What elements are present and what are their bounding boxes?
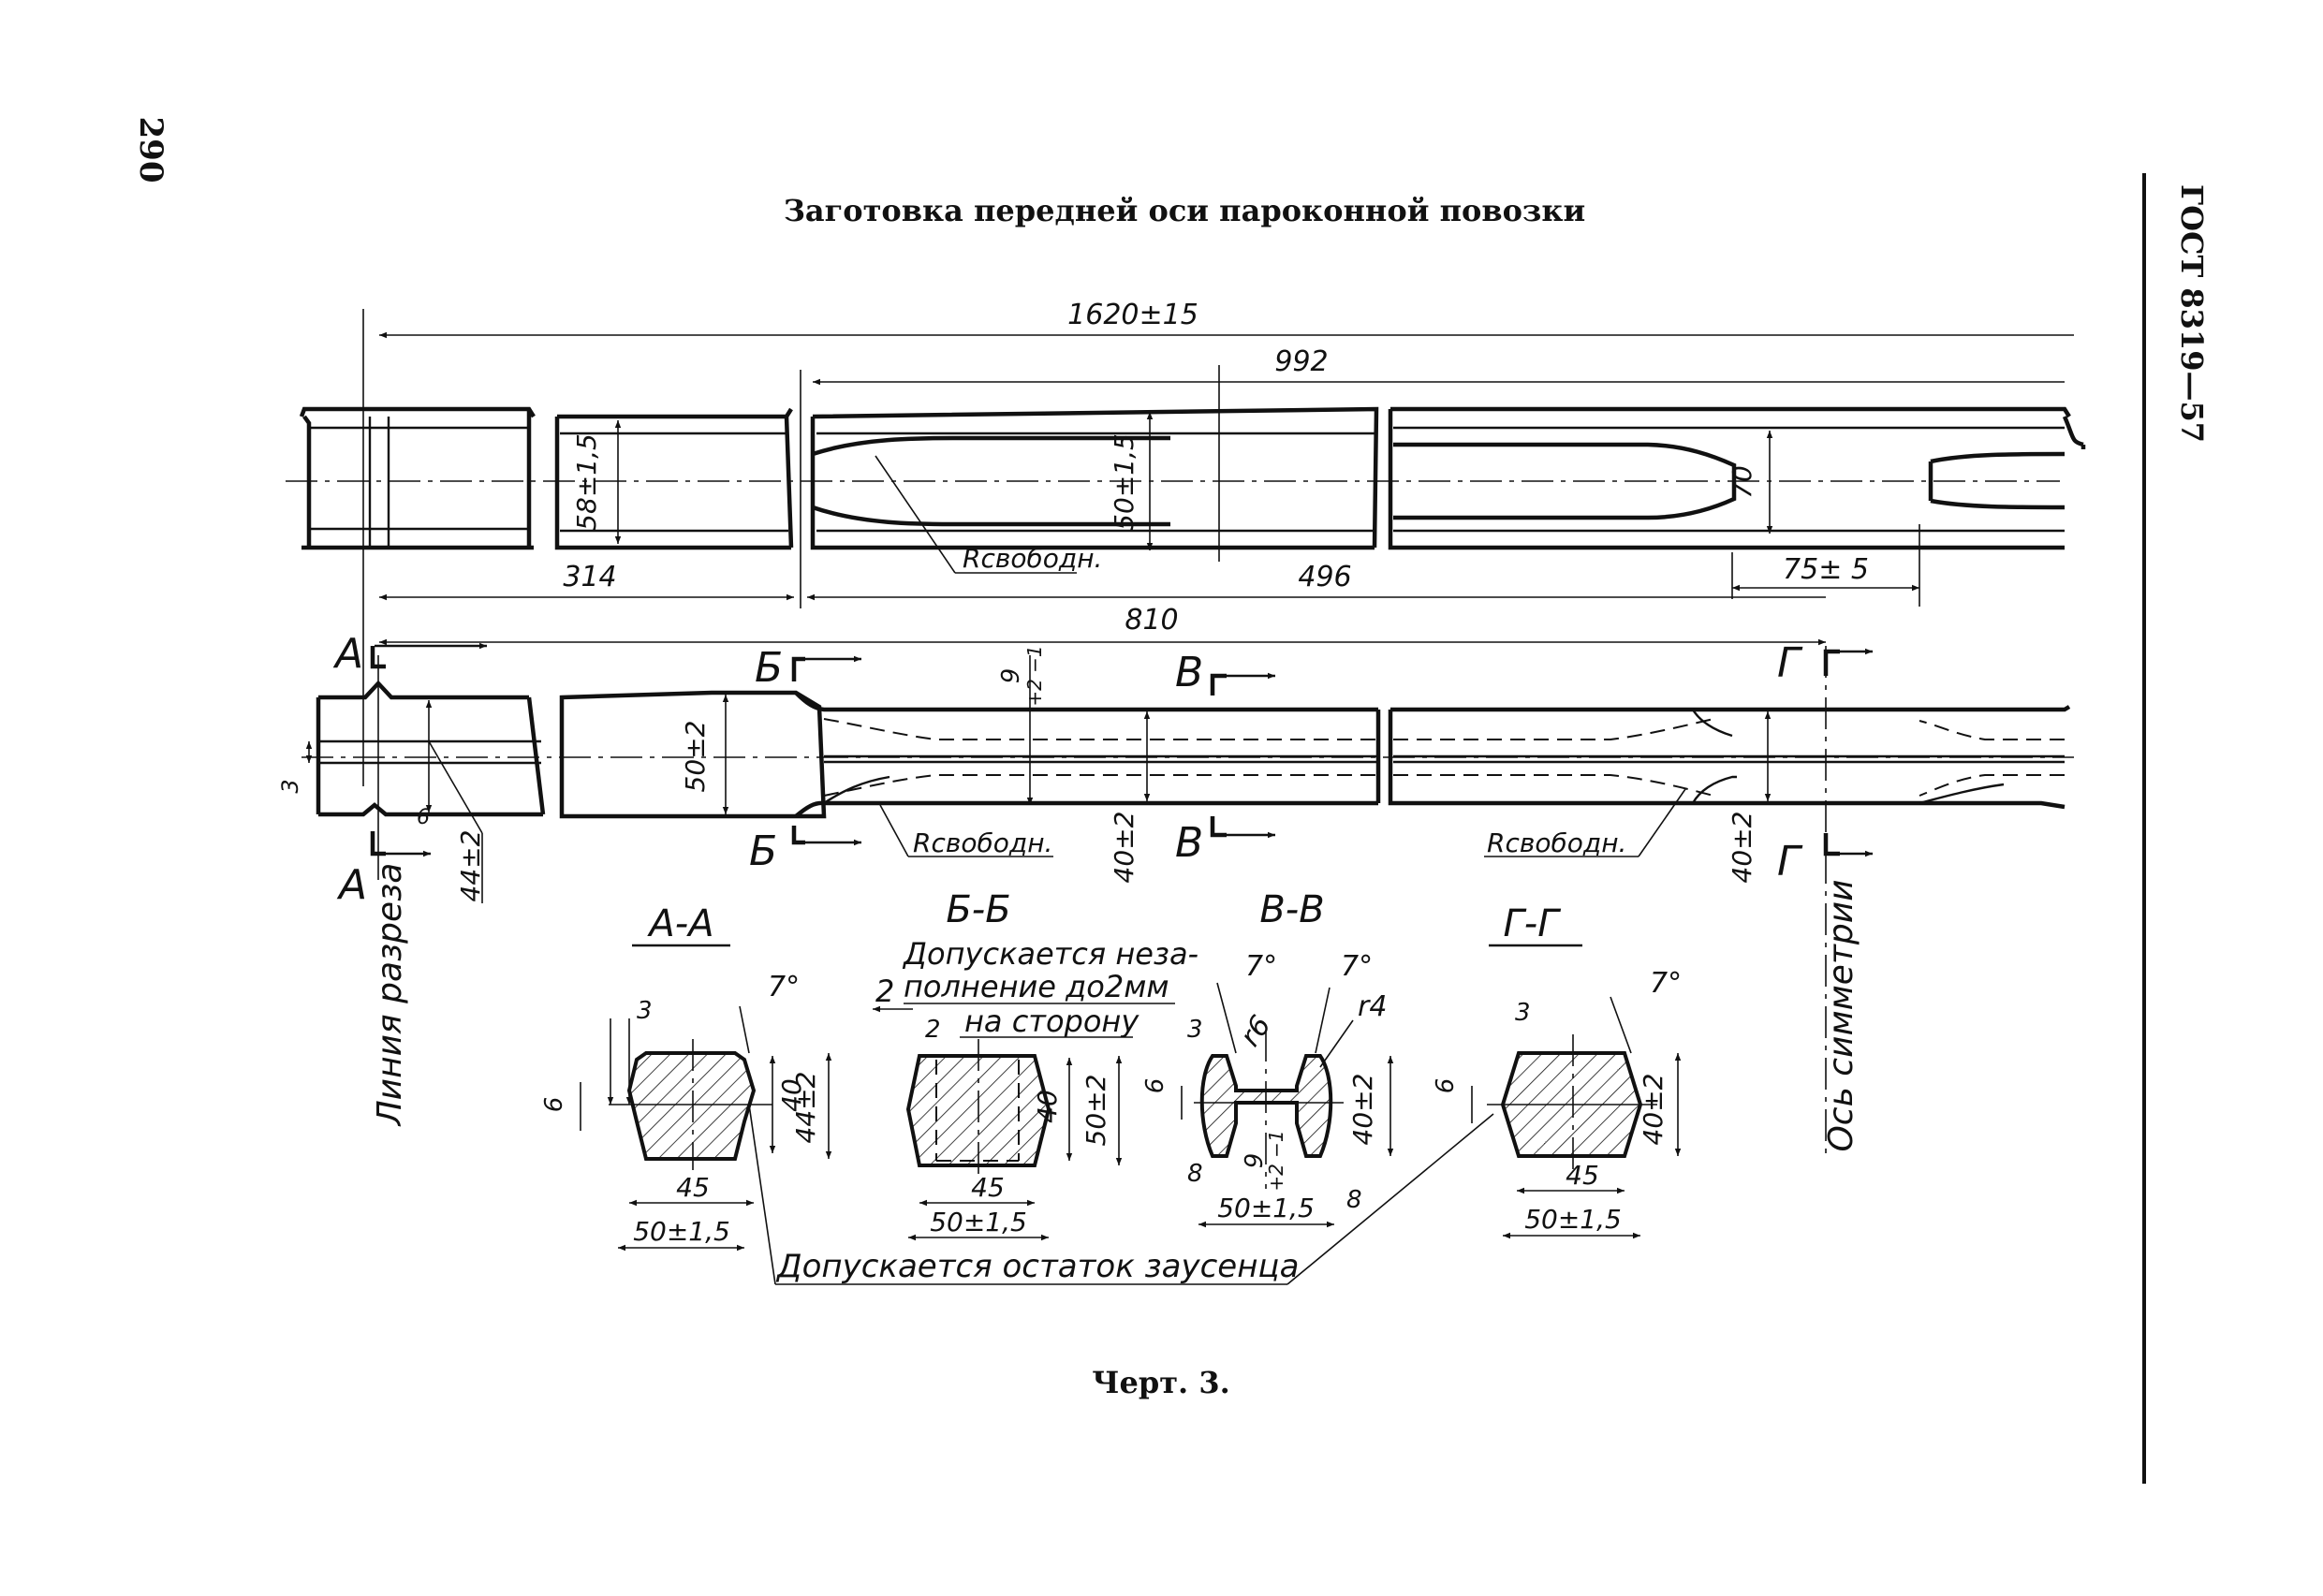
dim-50-2-side: 50±2 bbox=[680, 721, 711, 793]
vv-ang1: 7° bbox=[1245, 950, 1277, 983]
vv-r6: r6 bbox=[1234, 1010, 1278, 1053]
aa-h40: 40 bbox=[776, 1078, 807, 1112]
mark-a-bottom: А bbox=[336, 861, 367, 909]
bb-underfill-1: Допускается неза- bbox=[902, 936, 1198, 972]
section-aa-title: А-А bbox=[646, 902, 713, 945]
vv-ang2: 7° bbox=[1341, 950, 1373, 983]
dim-314: 314 bbox=[563, 561, 616, 593]
vv-d8b: 8 bbox=[1346, 1186, 1362, 1214]
dim-40-side-b: 40±2 bbox=[1109, 812, 1139, 884]
dim-75: 75± 5 bbox=[1783, 553, 1869, 586]
dim-9-side: 9 bbox=[997, 668, 1025, 684]
vv-w50: 50±1,5 bbox=[1217, 1193, 1315, 1223]
dim-3-side: 3 bbox=[277, 779, 303, 793]
aa-h44: 44±2 bbox=[790, 1072, 821, 1144]
section-bb: Б-Б Допускается неза- полнение до2мм на … bbox=[873, 888, 1198, 1241]
vv-h6: 6 bbox=[1141, 1078, 1169, 1094]
dim-9-tol-side: +2 −1 bbox=[1023, 645, 1046, 706]
side-view bbox=[301, 646, 2074, 1161]
aa-angle: 7° bbox=[768, 971, 800, 1003]
gg-w50: 50±1,5 bbox=[1524, 1204, 1622, 1235]
mark-v-top: В bbox=[1175, 649, 1203, 696]
bb-w50: 50±1,5 bbox=[930, 1207, 1027, 1237]
top-dimensions: 1620±15 992 314 496 810 75± 5 58±1,5 50±… bbox=[379, 299, 2074, 646]
mark-b-bottom: Б bbox=[749, 827, 777, 875]
cut-line-label: Линия разреза bbox=[371, 863, 409, 1128]
bb-underfill-3: на сторону bbox=[964, 1003, 1139, 1039]
bb-w45: 45 bbox=[971, 1172, 1005, 1203]
dim-70: 70 bbox=[1727, 465, 1757, 499]
flash-note-text: Допускается остаток заусенца bbox=[775, 1248, 1299, 1285]
dim-496: 496 bbox=[1298, 561, 1351, 593]
dim-6-side: 6 bbox=[417, 806, 430, 829]
section-vv: В-В 3 7° 7° r6 r4 6 40±2 8 8 9 +2 −1 50±… bbox=[1141, 888, 1394, 1228]
mark-v-bottom: В bbox=[1175, 819, 1203, 867]
figure-caption: Черт. 3. bbox=[1092, 1365, 1229, 1400]
gg-d3: 3 bbox=[1515, 999, 1531, 1027]
dim-44-side: 44±2 bbox=[455, 830, 486, 902]
r-free-side-1: Rсвободн. bbox=[913, 827, 1052, 858]
mark-a-top: А bbox=[332, 630, 363, 678]
aa-d3: 3 bbox=[637, 997, 653, 1025]
bb-h50: 50±2 bbox=[1081, 1075, 1111, 1147]
aa-w45: 45 bbox=[676, 1172, 710, 1203]
section-markers: А А Б Б В В Г Г bbox=[332, 630, 1873, 909]
vv-h40: 40±2 bbox=[1347, 1074, 1378, 1146]
gg-angle: 7° bbox=[1650, 967, 1682, 1000]
section-vv-title: В-В bbox=[1259, 888, 1324, 931]
dim-58: 58±1,5 bbox=[571, 433, 602, 531]
symmetry-axis-label: Ось симметрии bbox=[1822, 879, 1860, 1151]
vv-r4: r4 bbox=[1358, 990, 1387, 1023]
section-gg-title: Г-Г bbox=[1503, 902, 1561, 945]
vv-d8a: 8 bbox=[1187, 1160, 1203, 1188]
aa-w50: 50±1,5 bbox=[633, 1216, 730, 1247]
dim-40-side-g: 40±2 bbox=[1727, 812, 1757, 884]
mark-g-top: Г bbox=[1777, 639, 1803, 687]
dim-810: 810 bbox=[1125, 604, 1178, 637]
section-gg: Г-Г 3 7° 6 40±2 45 50±1,5 bbox=[1432, 902, 1682, 1239]
bb-d2b: 2 bbox=[925, 1016, 941, 1044]
mark-g-bottom: Г bbox=[1777, 838, 1803, 886]
gg-h6: 6 bbox=[1432, 1078, 1460, 1094]
flash-note: Допускается остаток заусенца bbox=[748, 1104, 1494, 1285]
gg-h40: 40±2 bbox=[1638, 1074, 1669, 1146]
aa-h6: 6 bbox=[540, 1097, 568, 1113]
vv-d9: 9 bbox=[1241, 1153, 1269, 1169]
section-aa: А-А 3 7° 6 40 44±2 45 50±1,5 bbox=[540, 902, 832, 1252]
bb-h40: 40 bbox=[1032, 1090, 1063, 1123]
page-number: 290 bbox=[132, 117, 169, 183]
mark-b-top: Б bbox=[755, 644, 783, 692]
top-view bbox=[286, 309, 2086, 786]
section-bb-title: Б-Б bbox=[946, 888, 1010, 931]
dim-50-15: 50±1,5 bbox=[1109, 433, 1139, 531]
r-free-side-2: Rсвободн. bbox=[1487, 827, 1626, 858]
side-dimensions: 44±2 50±2 9 +2 −1 40±2 40±2 3 6 Rсвободн… bbox=[277, 645, 1772, 903]
bb-d2: 2 bbox=[875, 974, 894, 1009]
r-free-top: Rсвободн. bbox=[963, 543, 1102, 574]
vv-d3: 3 bbox=[1187, 1016, 1203, 1044]
gg-w45: 45 bbox=[1566, 1160, 1599, 1191]
page-title: Заготовка передней оси пароконной повозк… bbox=[784, 193, 1585, 228]
bb-underfill-2: полнение до2мм bbox=[904, 969, 1169, 1004]
dim-992: 992 bbox=[1274, 345, 1328, 378]
standard-number: ГОСТ 8319—57 bbox=[2174, 184, 2210, 443]
vv-d9-tol: +2 −1 bbox=[1265, 1130, 1287, 1191]
dim-overall: 1620±15 bbox=[1067, 299, 1198, 331]
